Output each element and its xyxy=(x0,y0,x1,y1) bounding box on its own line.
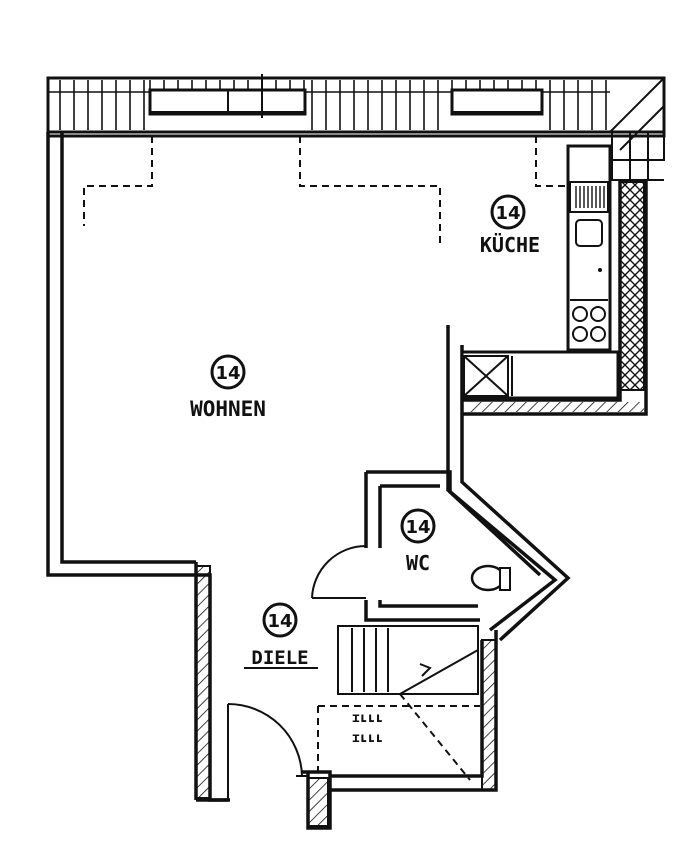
svg-text:DIELE: DIELE xyxy=(251,647,308,669)
roof-slope-dashes xyxy=(83,136,566,248)
kitchen-lower-counter xyxy=(460,350,620,400)
exterior-walls xyxy=(46,132,648,830)
top-window-left xyxy=(148,74,307,118)
svg-text:14: 14 xyxy=(215,363,240,384)
roof-corner-right xyxy=(609,77,665,181)
roof-eave-band xyxy=(46,76,666,138)
wc-door xyxy=(311,545,367,599)
entrance-door xyxy=(227,703,308,800)
room-label-diele: 14 DIELE xyxy=(244,602,318,669)
svg-text:14: 14 xyxy=(495,203,520,224)
staircase: ɪʟʟʟ ɪʟʟʟ xyxy=(317,625,480,781)
svg-text:ɪʟʟʟ: ɪʟʟʟ xyxy=(352,731,383,746)
svg-text:WOHNEN: WOHNEN xyxy=(190,397,266,421)
stove-icon xyxy=(572,306,606,342)
wc-walls xyxy=(364,470,542,622)
room-label-kueche: 14 KÜCHE xyxy=(480,194,540,257)
room-label-wohnen: 14 WOHNEN xyxy=(190,354,266,421)
room-label-wc: 14 WC xyxy=(400,508,436,575)
svg-text:ɪʟʟʟ: ɪʟʟʟ xyxy=(352,711,383,726)
svg-text:WC: WC xyxy=(406,551,430,575)
svg-text:14: 14 xyxy=(405,517,430,538)
top-window-right xyxy=(450,88,544,116)
svg-text:14: 14 xyxy=(267,611,292,632)
svg-text:KÜCHE: KÜCHE xyxy=(480,233,540,257)
toilet-icon xyxy=(470,564,511,592)
